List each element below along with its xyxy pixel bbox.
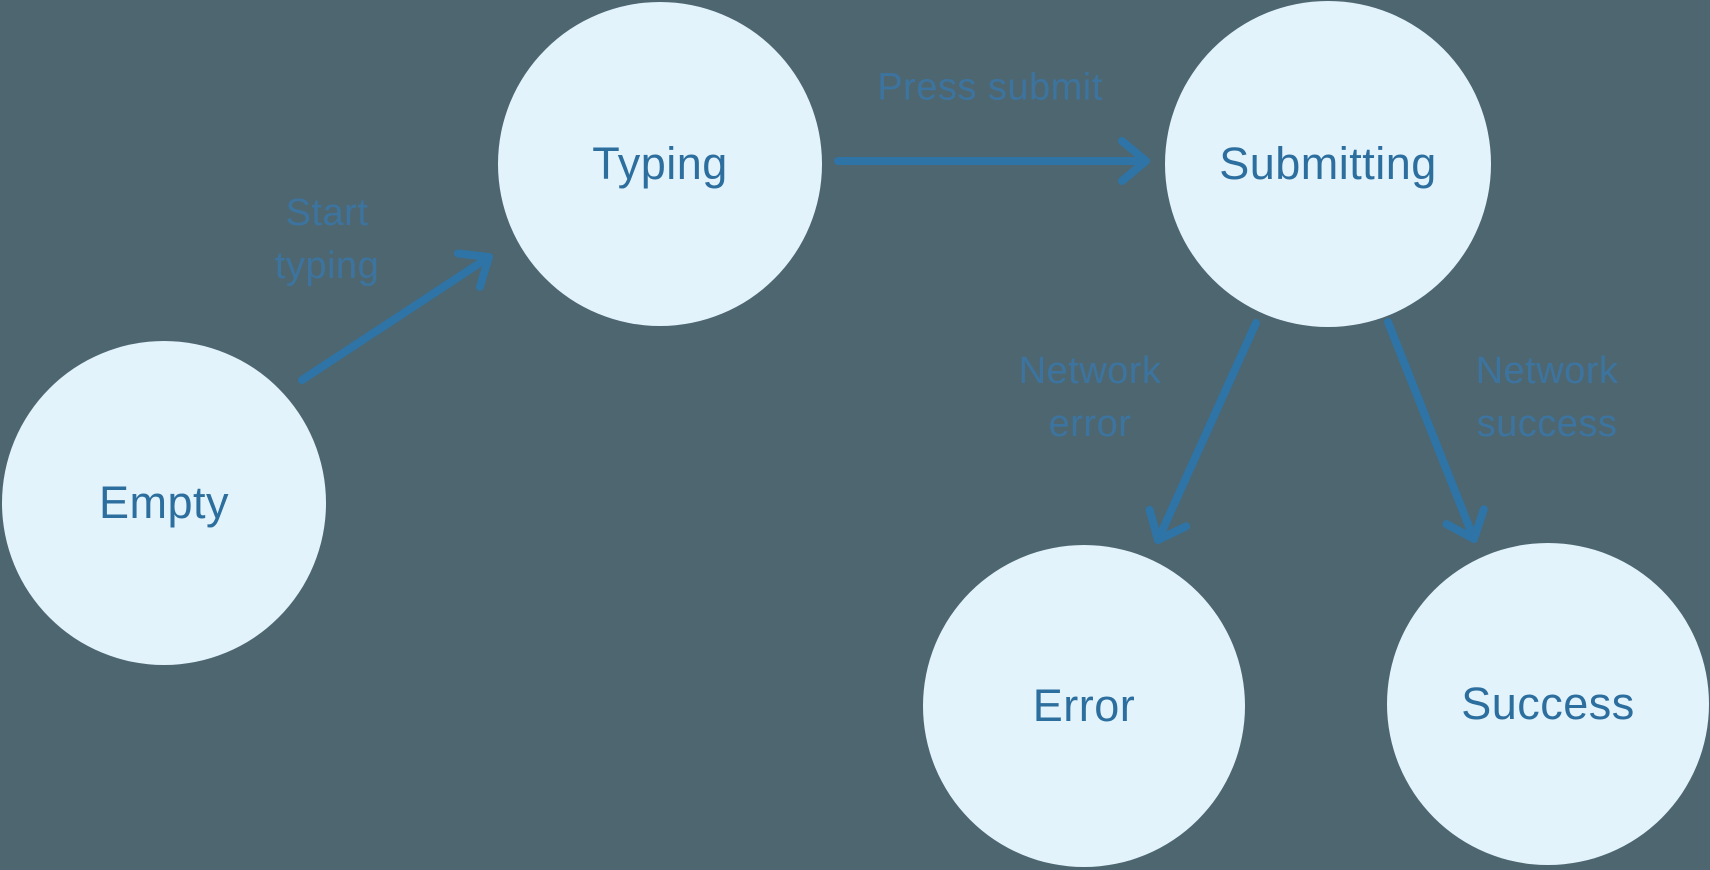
- state-node-submitting: Submitting: [1165, 1, 1491, 327]
- transition-label-network-success: Network success: [1475, 350, 1619, 445]
- transition-label-network-error: Network error: [1018, 350, 1162, 445]
- transition-arrow-network-error: [1145, 319, 1260, 544]
- transition-arrow-start-typing: [298, 249, 493, 384]
- state-node-typing: Typing: [498, 2, 822, 326]
- transition-label-start-typing: Start typing: [274, 192, 380, 287]
- transition-arrow-network-success: [1384, 318, 1488, 543]
- state-node-error: Error: [923, 545, 1245, 867]
- transition-label-press-submit: Press submit: [877, 66, 1103, 109]
- state-node-label-error: Error: [1032, 680, 1136, 731]
- state-node-label-success: Success: [1461, 678, 1635, 729]
- state-node-label-empty: Empty: [98, 477, 230, 528]
- state-node-success: Success: [1387, 543, 1709, 865]
- state-node-empty: Empty: [2, 341, 326, 665]
- state-node-label-submitting: Submitting: [1219, 138, 1437, 189]
- state-node-label-typing: Typing: [592, 138, 728, 189]
